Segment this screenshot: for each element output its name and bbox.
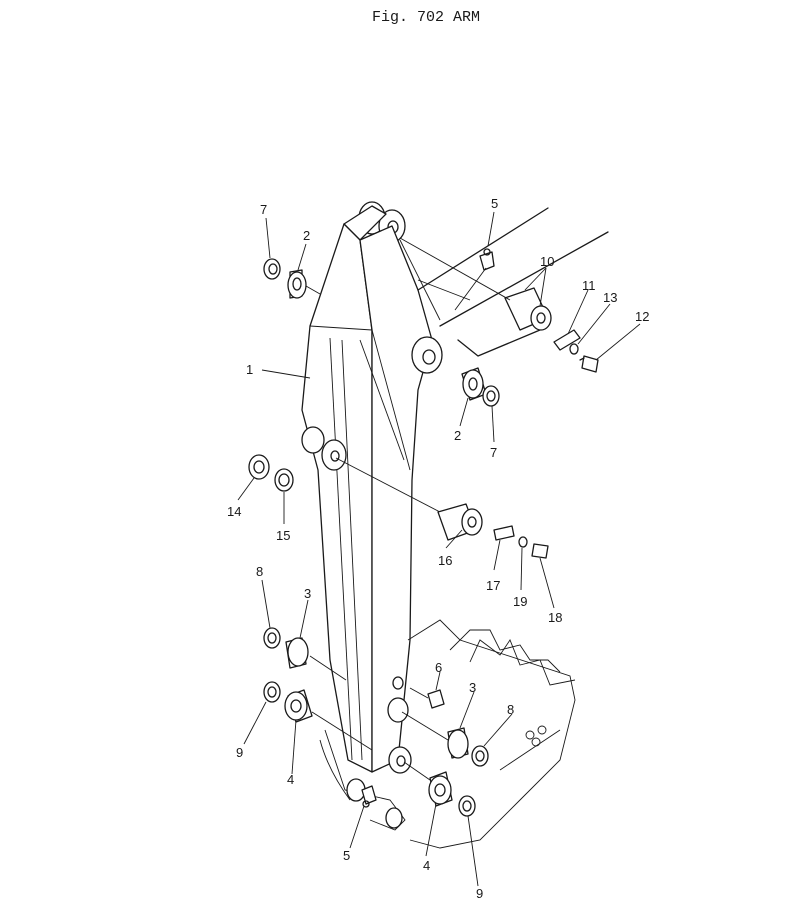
- callout-3-left: 3: [304, 586, 311, 601]
- part-washer-19: [518, 536, 528, 548]
- part-shim-14: [248, 454, 270, 480]
- callout-9-right: 9: [476, 886, 483, 901]
- callout-3-right: 3: [469, 680, 476, 695]
- callout-16: 16: [438, 553, 452, 568]
- part-washer-7-upper-left: [263, 258, 281, 280]
- part-bolt-18: [531, 543, 549, 559]
- part-bushing-3-right: [401, 711, 469, 759]
- callout-4-left: 4: [287, 772, 294, 787]
- callout-8-right: 8: [507, 702, 514, 717]
- part-seal-8-right: [471, 745, 489, 767]
- callout-18: 18: [548, 610, 562, 625]
- part-grease-fitting-5-upper: [454, 248, 495, 311]
- part-seal-9-right: [458, 795, 476, 817]
- leader-lines: [237, 211, 641, 887]
- part-seal-8-left: [263, 627, 281, 649]
- part-plate-17: [493, 525, 515, 541]
- part-washer-7-right: [482, 385, 500, 407]
- callout-2-right: 2: [454, 428, 461, 443]
- part-bushing-2-right: [461, 367, 487, 401]
- part-grease-fitting-5-lower: [361, 785, 377, 808]
- part-pin-4-right: [403, 761, 453, 807]
- callout-14: 14: [227, 504, 241, 519]
- part-seal-9-left: [263, 681, 281, 703]
- part-bushing-3-left: [285, 637, 347, 681]
- callout-15: 15: [276, 528, 290, 543]
- bucket-outline: [319, 619, 576, 849]
- part-shim-15: [274, 468, 294, 492]
- callout-7-upper-left: 7: [260, 202, 267, 217]
- callout-7-right: 7: [490, 445, 497, 460]
- callout-6: 6: [435, 660, 442, 675]
- callout-2-upper-left: 2: [303, 228, 310, 243]
- callout-8-left: 8: [256, 564, 263, 579]
- part-bolt-12: [579, 355, 599, 373]
- callout-4-right: 4: [423, 858, 430, 873]
- callout-5-upper: 5: [491, 196, 498, 211]
- callout-17: 17: [486, 578, 500, 593]
- callout-10: 10: [540, 254, 554, 269]
- callout-19: 19: [513, 594, 527, 609]
- callout-5-lower: 5: [343, 848, 350, 863]
- callout-11: 11: [582, 278, 596, 293]
- callout-labels: 7 2 5 10 11 13 12 1 2 7 14 15 16 17 19 1…: [227, 196, 649, 901]
- arm-body: [301, 201, 471, 831]
- part-plate-11: [553, 329, 581, 351]
- part-pin-10: [399, 237, 552, 331]
- figure-title: Fig. 702 ARM: [372, 9, 480, 26]
- part-bushing-2-upper-left: [287, 269, 321, 299]
- callout-9-left: 9: [236, 745, 243, 760]
- part-washer-13: [569, 343, 579, 355]
- callout-1: 1: [246, 362, 253, 377]
- part-grease-fitting-6: [409, 687, 445, 709]
- callout-13: 13: [603, 290, 617, 305]
- callout-12: 12: [635, 309, 649, 324]
- part-pin-16: [335, 457, 483, 541]
- cylinder-rod: [417, 207, 609, 357]
- part-pin-4-left: [284, 689, 373, 751]
